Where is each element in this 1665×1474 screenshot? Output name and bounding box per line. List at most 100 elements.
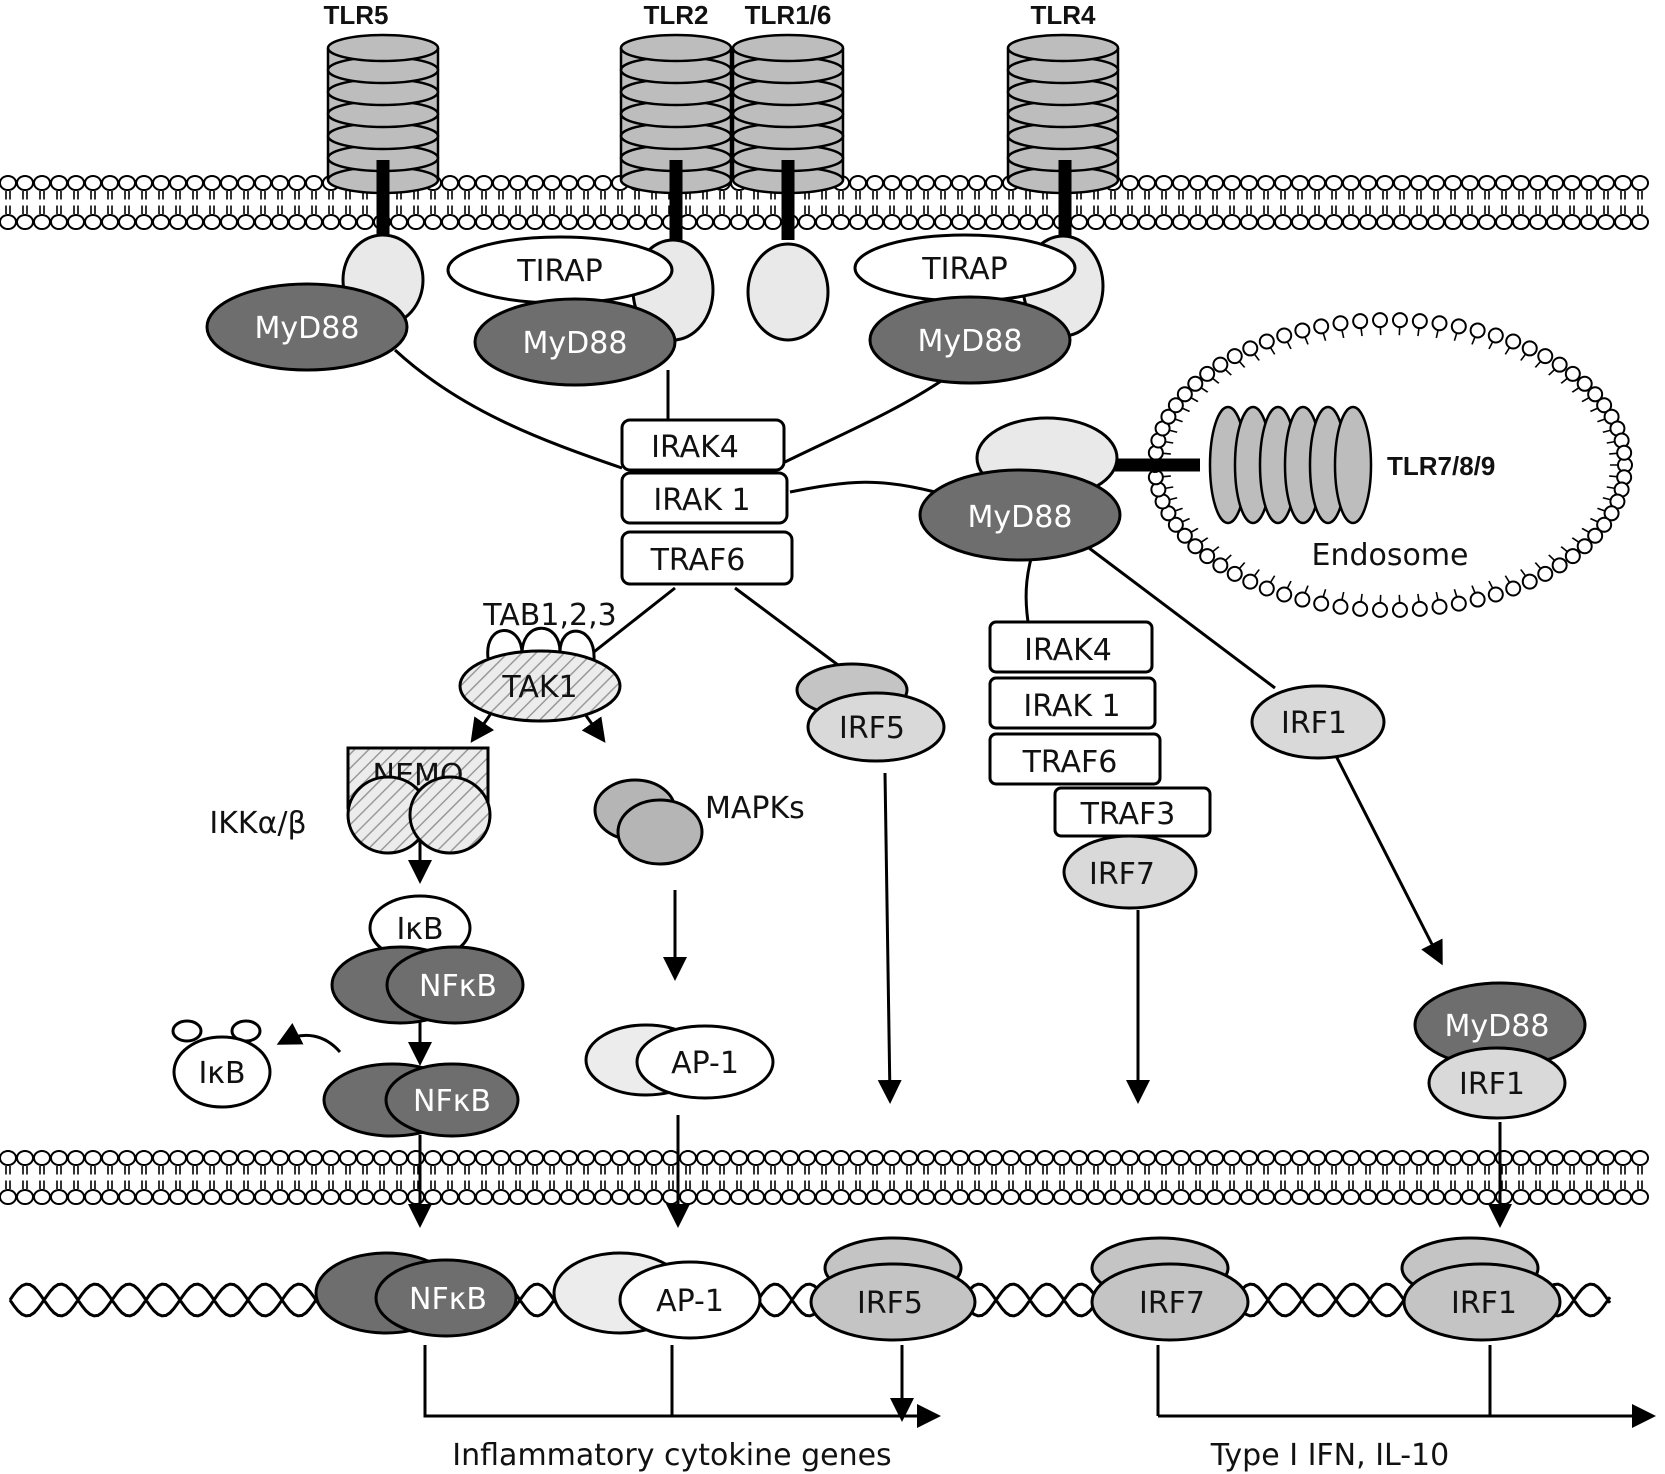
endosome-membrane-head bbox=[1332, 315, 1349, 332]
plasma-membrane-head bbox=[237, 175, 255, 191]
link-traf6-irf5 bbox=[734, 586, 839, 667]
plasma-membrane-head bbox=[1308, 214, 1326, 230]
type1-gene-bracket bbox=[1156, 1345, 1492, 1416]
link-myd88-irak-left bbox=[393, 348, 623, 470]
nfkb-free-label: NFκB bbox=[413, 1084, 491, 1119]
endosome-membrane-head bbox=[1551, 557, 1568, 574]
dna-ap1-front bbox=[618, 1260, 762, 1340]
nuclear-membrane-head bbox=[679, 1189, 697, 1205]
nuclear-membrane-head bbox=[679, 1150, 697, 1166]
nuclear-membrane-head bbox=[220, 1150, 238, 1166]
endosome-membrane-head bbox=[1521, 573, 1538, 590]
plasma-membrane-head bbox=[33, 214, 51, 230]
nuclear-membrane-head bbox=[84, 1189, 102, 1205]
nuclear-membrane-head bbox=[1019, 1189, 1037, 1205]
plasma-membrane-head bbox=[458, 175, 476, 191]
plasma-membrane-head bbox=[1580, 175, 1598, 191]
nuclear-membrane-head bbox=[118, 1150, 136, 1166]
nuclear-membrane-head bbox=[390, 1189, 408, 1205]
endosome-membrane-head bbox=[1176, 527, 1193, 544]
nuclear-membrane-head bbox=[203, 1189, 221, 1205]
nuclear-membrane-head bbox=[1427, 1150, 1445, 1166]
nuclear-membrane-head bbox=[1206, 1150, 1224, 1166]
tak1 bbox=[458, 649, 622, 723]
plasma-membrane-head bbox=[747, 214, 765, 230]
plasma-membrane-head bbox=[1342, 175, 1360, 191]
plasma-membrane-head bbox=[1240, 175, 1258, 191]
ikb-bound-label: IκB bbox=[396, 912, 443, 947]
nuclear-membrane-head bbox=[1308, 1189, 1326, 1205]
arrow-tak1-ikk bbox=[470, 711, 495, 743]
nuclear-membrane-head bbox=[934, 1150, 952, 1166]
plasma-membrane-head bbox=[934, 214, 952, 230]
nuclear-membrane-head bbox=[1087, 1189, 1105, 1205]
nuclear-membrane-head bbox=[1563, 1189, 1581, 1205]
arrow-ikb-release bbox=[276, 1023, 342, 1054]
nuclear-membrane-head bbox=[1546, 1150, 1564, 1166]
nuclear-membrane-head bbox=[883, 1189, 901, 1205]
tlr5-myd88 bbox=[205, 282, 409, 372]
dna-irf5-front bbox=[809, 1262, 977, 1342]
plasma-membrane-head bbox=[492, 214, 510, 230]
plasma-membrane-head bbox=[1206, 214, 1224, 230]
nuclear-membrane-head bbox=[492, 1189, 510, 1205]
plasma-membrane-head bbox=[1427, 214, 1445, 230]
nuclear-membrane-head bbox=[1342, 1150, 1360, 1166]
plasma-membrane-head bbox=[1376, 175, 1394, 191]
plasma-membrane-head bbox=[84, 175, 102, 191]
plasma-membrane-head bbox=[1274, 175, 1292, 191]
plasma-membrane-head bbox=[220, 175, 238, 191]
plasma-membrane-head bbox=[798, 214, 816, 230]
plasma-membrane-head bbox=[458, 214, 476, 230]
endosome-membrane-head bbox=[1313, 595, 1330, 612]
nuclear-membrane-head bbox=[1172, 1189, 1190, 1205]
cytosol-irf7 bbox=[1062, 834, 1198, 910]
nuclear-membrane-head bbox=[1036, 1189, 1054, 1205]
plasma-membrane-head bbox=[611, 214, 629, 230]
plasma-membrane-head bbox=[1631, 175, 1649, 191]
endosome-interior bbox=[1170, 335, 1610, 595]
nuclear-membrane-head bbox=[186, 1189, 204, 1205]
dna-irf5-label: IRF5 bbox=[857, 1286, 923, 1321]
plasma-membrane-head bbox=[1529, 175, 1547, 191]
nuclear-membrane-head bbox=[747, 1189, 765, 1205]
nuclear-membrane-head bbox=[424, 1150, 442, 1166]
ikk-beta bbox=[408, 775, 492, 855]
nuclear-membrane-head bbox=[1580, 1189, 1598, 1205]
endosomal-irak1-label: IRAK 1 bbox=[1023, 689, 1120, 724]
nuclear-membrane-head bbox=[441, 1189, 459, 1205]
nuclear-membrane-head bbox=[305, 1150, 323, 1166]
nuclear-membrane-head bbox=[1189, 1189, 1207, 1205]
nuclear-membrane-head bbox=[577, 1150, 595, 1166]
plasma-membrane-head bbox=[16, 214, 34, 230]
nuclear-membrane-head bbox=[1614, 1189, 1632, 1205]
plasma-membrane-head bbox=[1002, 214, 1020, 230]
nuclear-membrane-head bbox=[1104, 1189, 1122, 1205]
nuclear-membrane-head bbox=[560, 1189, 578, 1205]
nuclear-membrane-head bbox=[900, 1189, 918, 1205]
plasma-membrane-head bbox=[1087, 214, 1105, 230]
tlr16-disc-top bbox=[731, 33, 845, 63]
plasma-membrane-head bbox=[1359, 214, 1377, 230]
plasma-membrane-head bbox=[1325, 214, 1343, 230]
plasma-membrane-head bbox=[203, 175, 221, 191]
endosome-membrane-head bbox=[1391, 312, 1408, 329]
nuclear-membrane-head bbox=[356, 1150, 374, 1166]
plasma-membrane-head bbox=[951, 214, 969, 230]
nuclear-membrane-head bbox=[543, 1189, 561, 1205]
endosome-membrane-head bbox=[1564, 548, 1581, 565]
irak1-box bbox=[620, 471, 789, 525]
nuclear-membrane-head bbox=[832, 1189, 850, 1205]
plasma-membrane-head bbox=[1240, 214, 1258, 230]
plasma-membrane-head bbox=[67, 214, 85, 230]
nuclear-membrane-head bbox=[594, 1189, 612, 1205]
nuclear-membrane-head bbox=[798, 1150, 816, 1166]
endosome-membrane-head bbox=[1576, 375, 1593, 392]
dna-irf1-label: IRF1 bbox=[1451, 1286, 1517, 1321]
inflammatory-output-label: Inflammatory cytokine genes bbox=[452, 1438, 891, 1473]
nuclear-membrane-head bbox=[611, 1189, 629, 1205]
endosome-membrane-head bbox=[1521, 340, 1538, 357]
nuclear-membrane-head bbox=[1546, 1189, 1564, 1205]
plasma-membrane-head bbox=[628, 214, 646, 230]
endosomal-traf6-label: TRAF6 bbox=[1022, 745, 1118, 780]
